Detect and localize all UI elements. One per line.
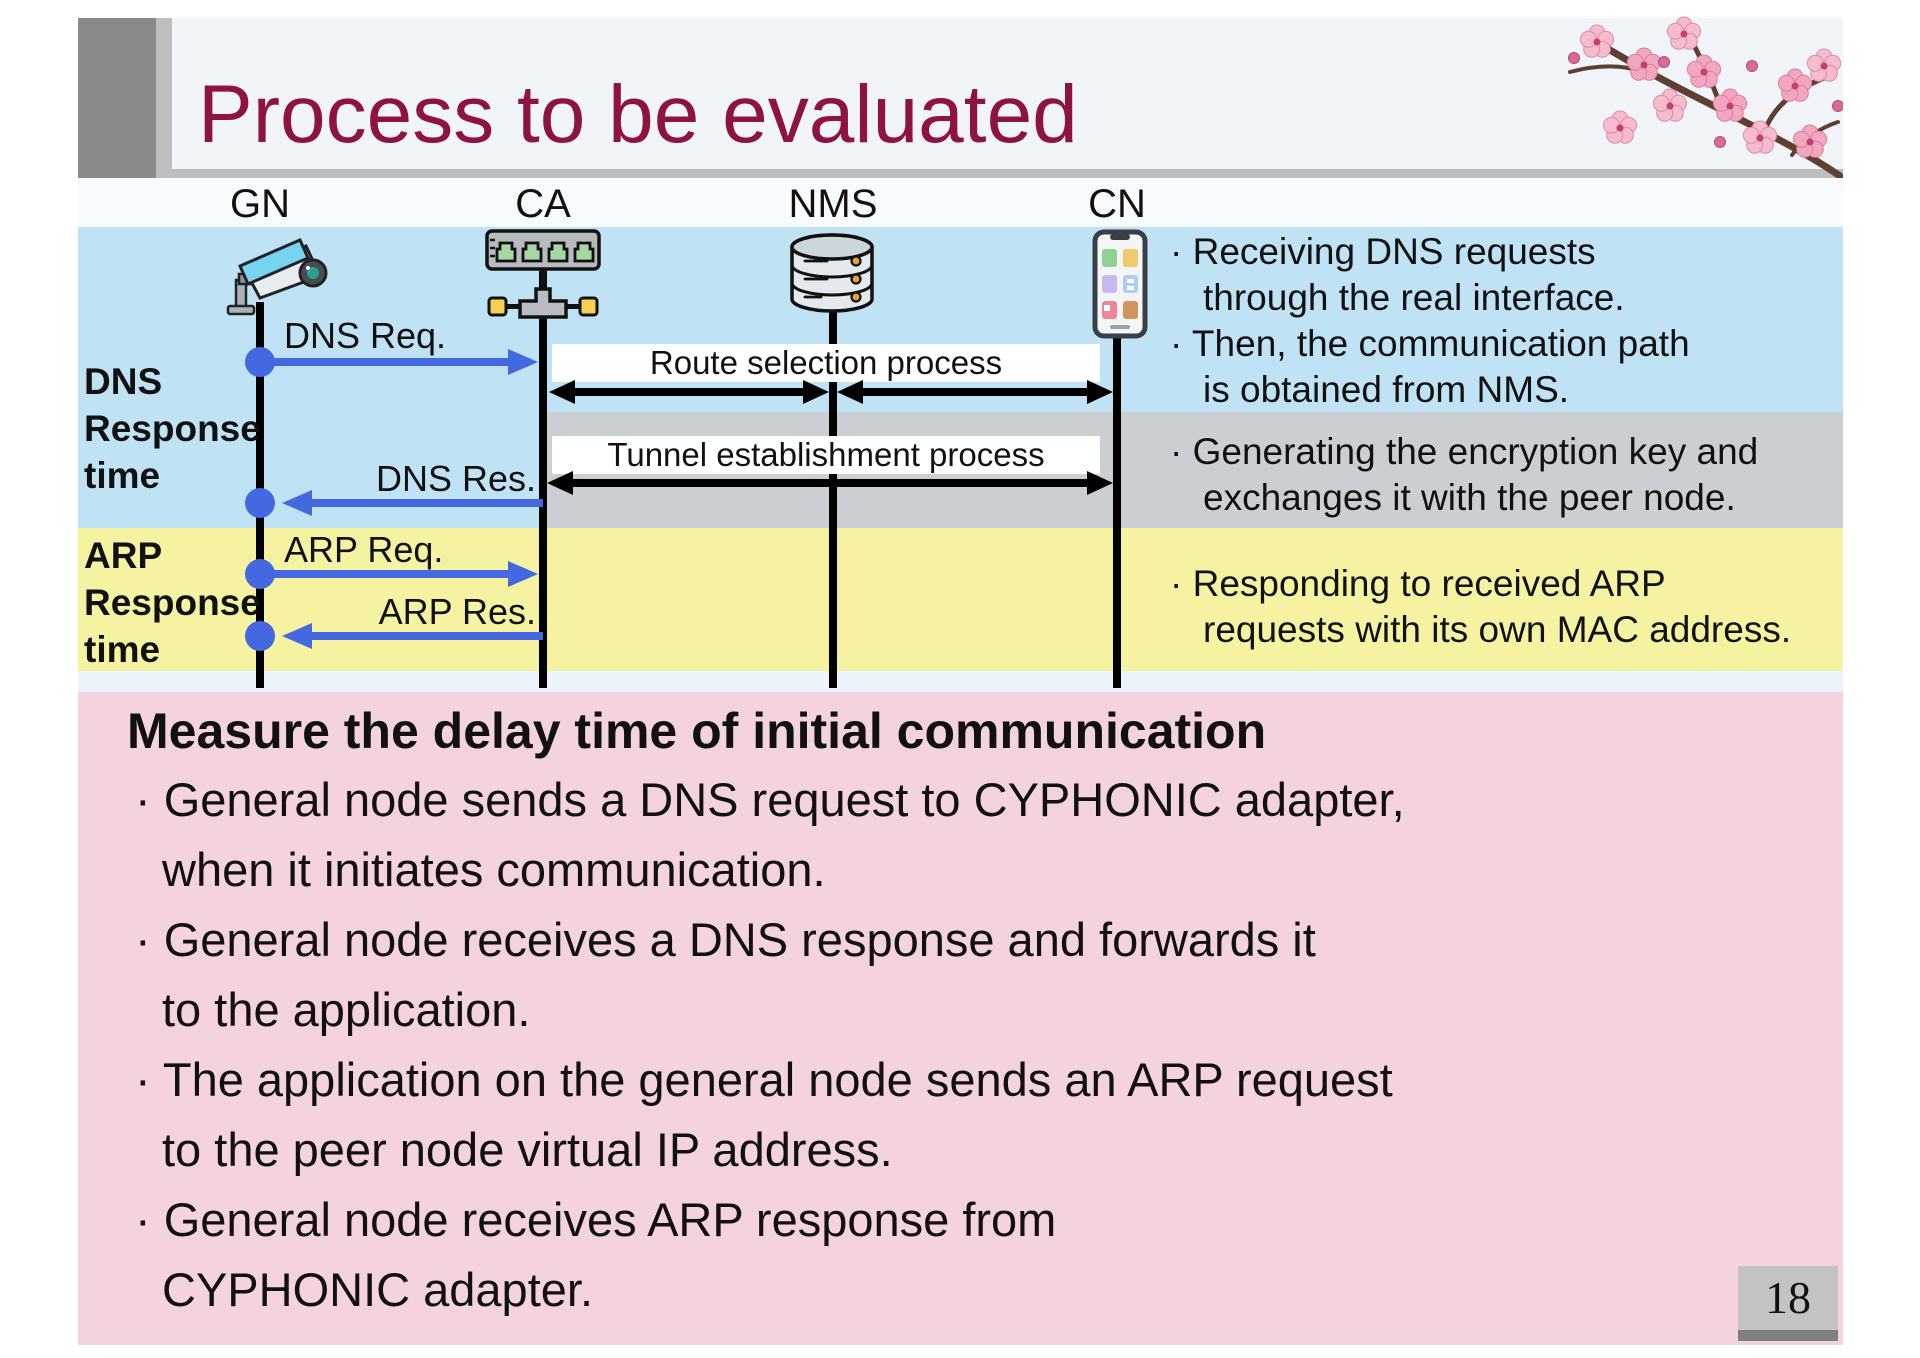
summary-bullet-line: · General node sends a DNS request to CY… [135,773,1405,826]
title-underline-bar [172,169,1843,179]
lifeline-nms [829,312,837,688]
title-band [78,18,1843,170]
summary-bullet-line: when it initiates communication. [162,843,826,896]
arrowhead-right [1087,471,1113,495]
database-server-icon [790,233,874,313]
arrow-line [262,570,510,578]
page-number: 18 [1738,1266,1838,1330]
arrowhead-left [282,623,312,649]
message-label: ARP Req. [284,529,444,570]
message-label: ARP Res. [378,591,536,632]
event-dot [245,621,275,651]
security-camera-icon [226,238,328,316]
arrowhead-right [803,380,829,404]
actor-label-cn: CN [1088,182,1146,226]
note-arp: · Responding to received ARP requests wi… [1170,563,1792,650]
arrow-line [571,479,1089,487]
summary-bullet-line: to the application. [162,983,531,1036]
actor-label-nms: NMS [788,182,878,226]
summary-panel [78,692,1843,1345]
title-accent-block-light [156,18,172,178]
arp-band [78,528,1843,671]
lifeline-cn [1113,336,1121,688]
summary-bullet-line: CYPHONIC adapter. [162,1263,594,1316]
page-number-strip [1738,1330,1838,1341]
process-label-box: Tunnel establishment process [552,436,1100,474]
title-accent-block-dark [78,18,156,178]
blossom-flowers [1568,16,1843,158]
summary-bullet-line: to the peer node virtual IP address. [162,1123,893,1176]
band-gap-strip [78,671,1843,692]
arrowhead-left [837,380,863,404]
message-label: DNS Res. [375,458,536,499]
note-tunnel: · Generating the encryption key and exch… [1170,431,1759,518]
arrow-line [861,388,1089,396]
measure-arp-response-time: ARP Response time [84,535,261,670]
actor-label-gn: GN [230,182,290,226]
arrowhead-left [282,490,312,516]
network-switch-icon [485,229,601,319]
summary-bullet-line: · The application on the general node se… [135,1053,1393,1106]
arrowhead-right [1087,380,1113,404]
summary-bullet-line: · General node receives ARP response fro… [135,1193,1057,1246]
lifeline-ca [539,266,547,688]
measure-dns-response-time: DNS Response time [84,361,261,496]
process-label-box: Route selection process [552,344,1100,382]
arrow-line [310,499,543,507]
smartphone-icon [1092,229,1148,339]
note-dns: · Receiving DNS requests through the rea… [1170,231,1690,410]
arrowhead-left [549,380,575,404]
arrowhead-right [508,349,538,375]
message-label: DNS Req. [284,315,447,356]
arrow-line [262,358,510,366]
arrowhead-left [547,471,573,495]
event-dot [245,488,275,518]
event-dot [245,347,275,377]
event-dot [245,559,275,589]
summary-heading: Measure the delay time of initial commun… [127,703,1267,759]
summary-bullet-line: · General node receives a DNS response a… [135,913,1316,966]
actor-label-ca: CA [515,182,571,226]
page-title: Process to be evaluated [198,69,1078,160]
arrowhead-right [508,561,538,587]
actor-label-row [78,178,1843,227]
summary-bullets: · General node sends a DNS request to CY… [135,765,1405,1325]
cherry-blossom-decoration [1568,16,1843,182]
arrow-line [573,388,805,396]
arrow-line [310,632,543,640]
